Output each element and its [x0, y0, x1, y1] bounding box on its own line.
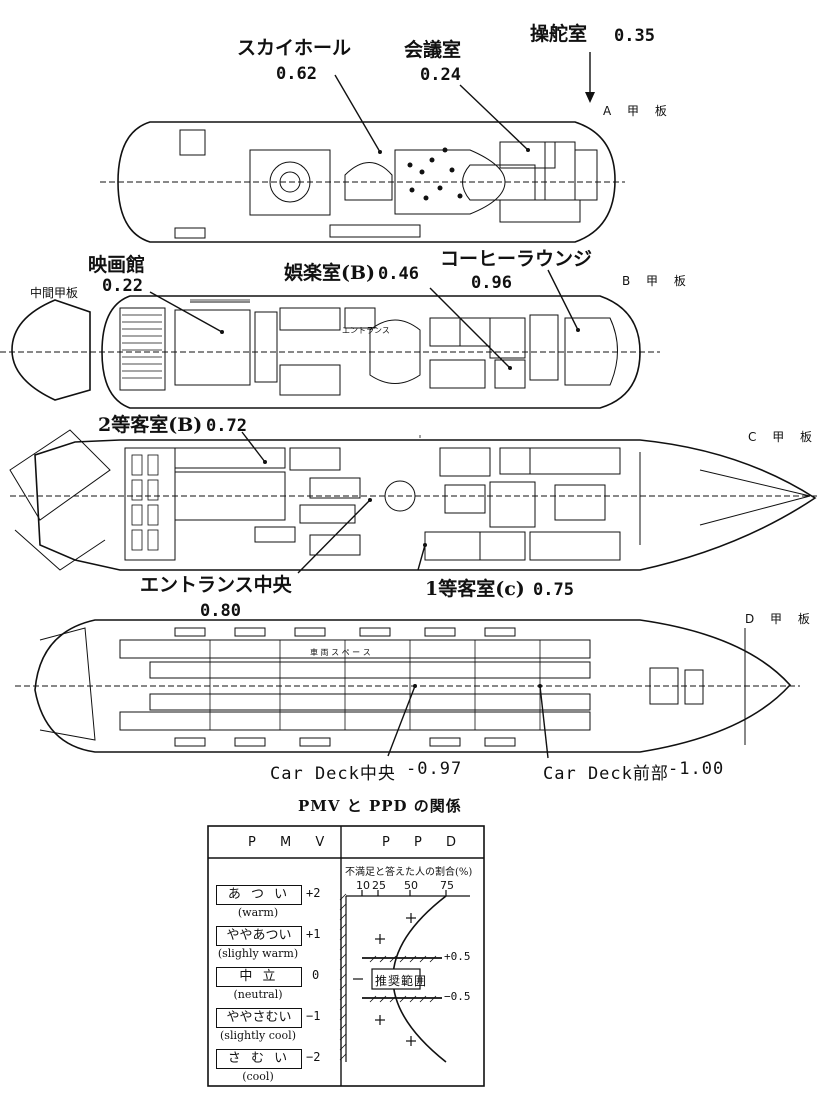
- callout-label: 2等客室(B): [98, 414, 203, 436]
- callout-label: 1等客室(c): [425, 578, 525, 600]
- callout-value: 0.96: [471, 273, 512, 293]
- arrow-head-icon: [585, 92, 595, 103]
- callout-value: 0.62: [276, 64, 317, 84]
- callout-label: コーヒーラウンジ: [440, 248, 593, 270]
- callout-label: 映画館: [88, 254, 146, 276]
- range-upper-label: +0.5: [444, 950, 471, 963]
- callout-value: 0.75: [533, 580, 574, 600]
- callout-label: エントランス中央: [140, 574, 292, 596]
- range-lower-label: −0.5: [444, 990, 471, 1003]
- callout-label: Car Deck前部: [543, 764, 669, 784]
- pmv-row-label: さ む い: [216, 1049, 302, 1069]
- ppd-tick-label: 10: [356, 879, 370, 892]
- ppd-axis-title: 不満足と答えた人の割合(%): [345, 867, 473, 878]
- callout-value: -1.00: [668, 759, 725, 779]
- pmv-row-value: +2: [306, 886, 321, 900]
- callout-label: スカイホール: [237, 37, 352, 59]
- pmv-row-english: (neutral): [233, 988, 283, 1001]
- callout-value: 0.46: [378, 264, 419, 284]
- deck-label-mid: 中間甲板: [30, 286, 79, 300]
- plan-text-entrance: エントランス: [342, 326, 390, 335]
- recommended-range-box: [371, 968, 421, 990]
- deck-label-b: B 甲 板: [622, 274, 692, 288]
- deck-label-a: A 甲 板: [603, 104, 673, 118]
- ppd-tick-label: 75: [440, 879, 454, 892]
- b-deck-outline: [101, 295, 641, 409]
- callout-label: 操舵室: [530, 23, 588, 45]
- ppd-tick-label: 25: [372, 879, 386, 892]
- mid-deck-outline: [11, 299, 91, 401]
- pmv-row-english: (slighly warm): [217, 947, 299, 960]
- pmv-row-english: (slightly cool): [220, 1029, 296, 1042]
- callout-value: 0.24: [420, 65, 461, 85]
- callout-value: -0.97: [406, 759, 463, 779]
- pmv-row-label: ややあつい: [216, 926, 302, 946]
- pmv-row-label: あ つ い: [216, 885, 302, 905]
- pmv-row-english: (warm): [237, 906, 279, 919]
- pmv-row-value: −1: [306, 1009, 321, 1023]
- pmv-row-value: 0: [312, 968, 320, 982]
- pmv-column-header: P M V: [248, 835, 335, 850]
- pmv-row-value: −2: [306, 1050, 321, 1064]
- callout-value: 0.72: [206, 416, 247, 436]
- callout-label: Car Deck中央: [270, 764, 396, 784]
- callout-label: 娯楽室(B): [284, 262, 376, 284]
- pmv-row-english: (cool): [242, 1070, 274, 1083]
- c-deck-outline: [34, 439, 817, 571]
- ppd-tick-label: 50: [404, 879, 418, 892]
- callout-label: 会議室: [404, 39, 462, 61]
- callout-value: 0.22: [102, 276, 143, 296]
- callout-value: 0.80: [200, 601, 241, 621]
- deck-label-c: C 甲 板: [748, 430, 819, 444]
- pmv-row-value: +1: [306, 927, 321, 941]
- pmv-row-label: 中 立: [216, 967, 302, 987]
- callout-value: 0.35: [614, 26, 655, 46]
- pmv-row-label: ややさむい: [216, 1008, 302, 1028]
- recommended-range-label: 推奨範囲: [375, 974, 428, 988]
- d-deck-outline: [34, 619, 792, 753]
- table-title: PMV と PPD の関係: [298, 797, 462, 815]
- a-deck-outline: [117, 121, 616, 243]
- plan-text-car-space: 車 両 ス ペ ー ス: [310, 648, 371, 657]
- ppd-column-header: P P D: [382, 835, 466, 850]
- deck-label-d: D 甲 板: [745, 612, 816, 626]
